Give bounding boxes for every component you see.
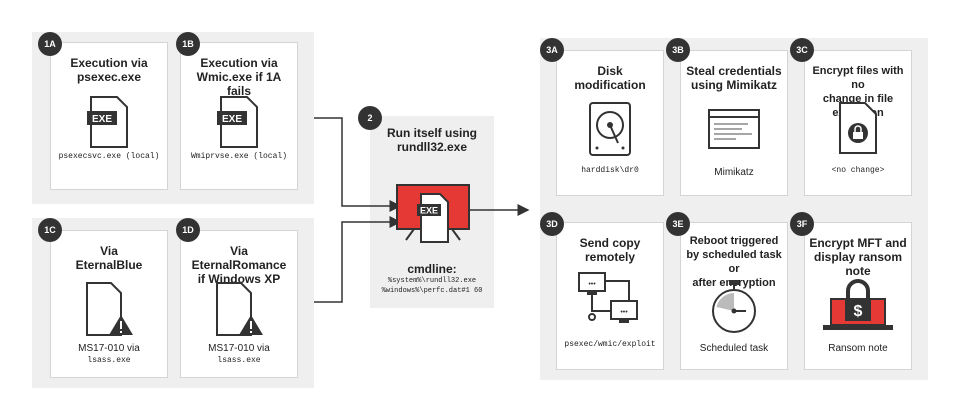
badge-1a: 1A xyxy=(38,32,62,56)
badge-1b: 1B xyxy=(176,32,200,56)
badge-3f: 3F xyxy=(790,212,814,236)
arrow-1cd-to-2 xyxy=(314,216,402,303)
card-caption: <no change> xyxy=(831,166,885,175)
badge-1d: 1D xyxy=(176,218,200,242)
card-caption: psexecsvc.exe (local) xyxy=(58,152,160,161)
exe-label: EXE xyxy=(222,114,242,125)
monitor-exe-icon: EXE xyxy=(394,182,472,244)
badge-2: 2 xyxy=(358,106,382,130)
card-caption: Wmiprvse.exe (local) xyxy=(190,152,287,161)
badge-3a: 3A xyxy=(540,38,564,62)
exe-label: EXE xyxy=(92,114,112,125)
hard-disk-icon xyxy=(588,101,632,157)
badge-3c: 3C xyxy=(790,38,814,62)
svg-text:•••: ••• xyxy=(588,281,596,288)
warning-file-icon xyxy=(213,281,265,337)
badge-3e: 3E xyxy=(666,212,690,236)
card-caption: Mimikatz xyxy=(714,167,754,178)
network-computers-icon: ••• ••• xyxy=(577,271,643,331)
badge-1c: 1C xyxy=(38,218,62,242)
card-title: Disk modification xyxy=(574,64,646,92)
ransom-laptop-icon: $ xyxy=(821,277,895,333)
card-caption: Scheduled task xyxy=(699,343,769,354)
arrow-1ab-to-2 xyxy=(314,117,402,212)
cmdline-text: cmdline: %system%\rundll32.exe %windows%… xyxy=(381,262,483,295)
card-caption: psexec/wmic/exploit xyxy=(564,340,656,349)
svg-text:$: $ xyxy=(854,303,863,320)
stopwatch-icon xyxy=(708,279,760,335)
locked-file-icon xyxy=(837,101,879,155)
card-3a: Disk modification harddisk\dr0 xyxy=(556,50,664,196)
svg-text:•••: ••• xyxy=(620,309,628,316)
card-caption: Ransom note xyxy=(828,343,888,354)
exe-file-icon: EXE xyxy=(217,95,261,149)
window-icon xyxy=(708,109,760,149)
exe-file-icon: EXE xyxy=(87,95,131,149)
warning-file-icon xyxy=(83,281,135,337)
card-caption: harddisk\dr0 xyxy=(581,166,639,175)
badge-3b: 3B xyxy=(666,38,690,62)
exe-label: EXE xyxy=(420,206,438,216)
badge-3d: 3D xyxy=(540,212,564,236)
